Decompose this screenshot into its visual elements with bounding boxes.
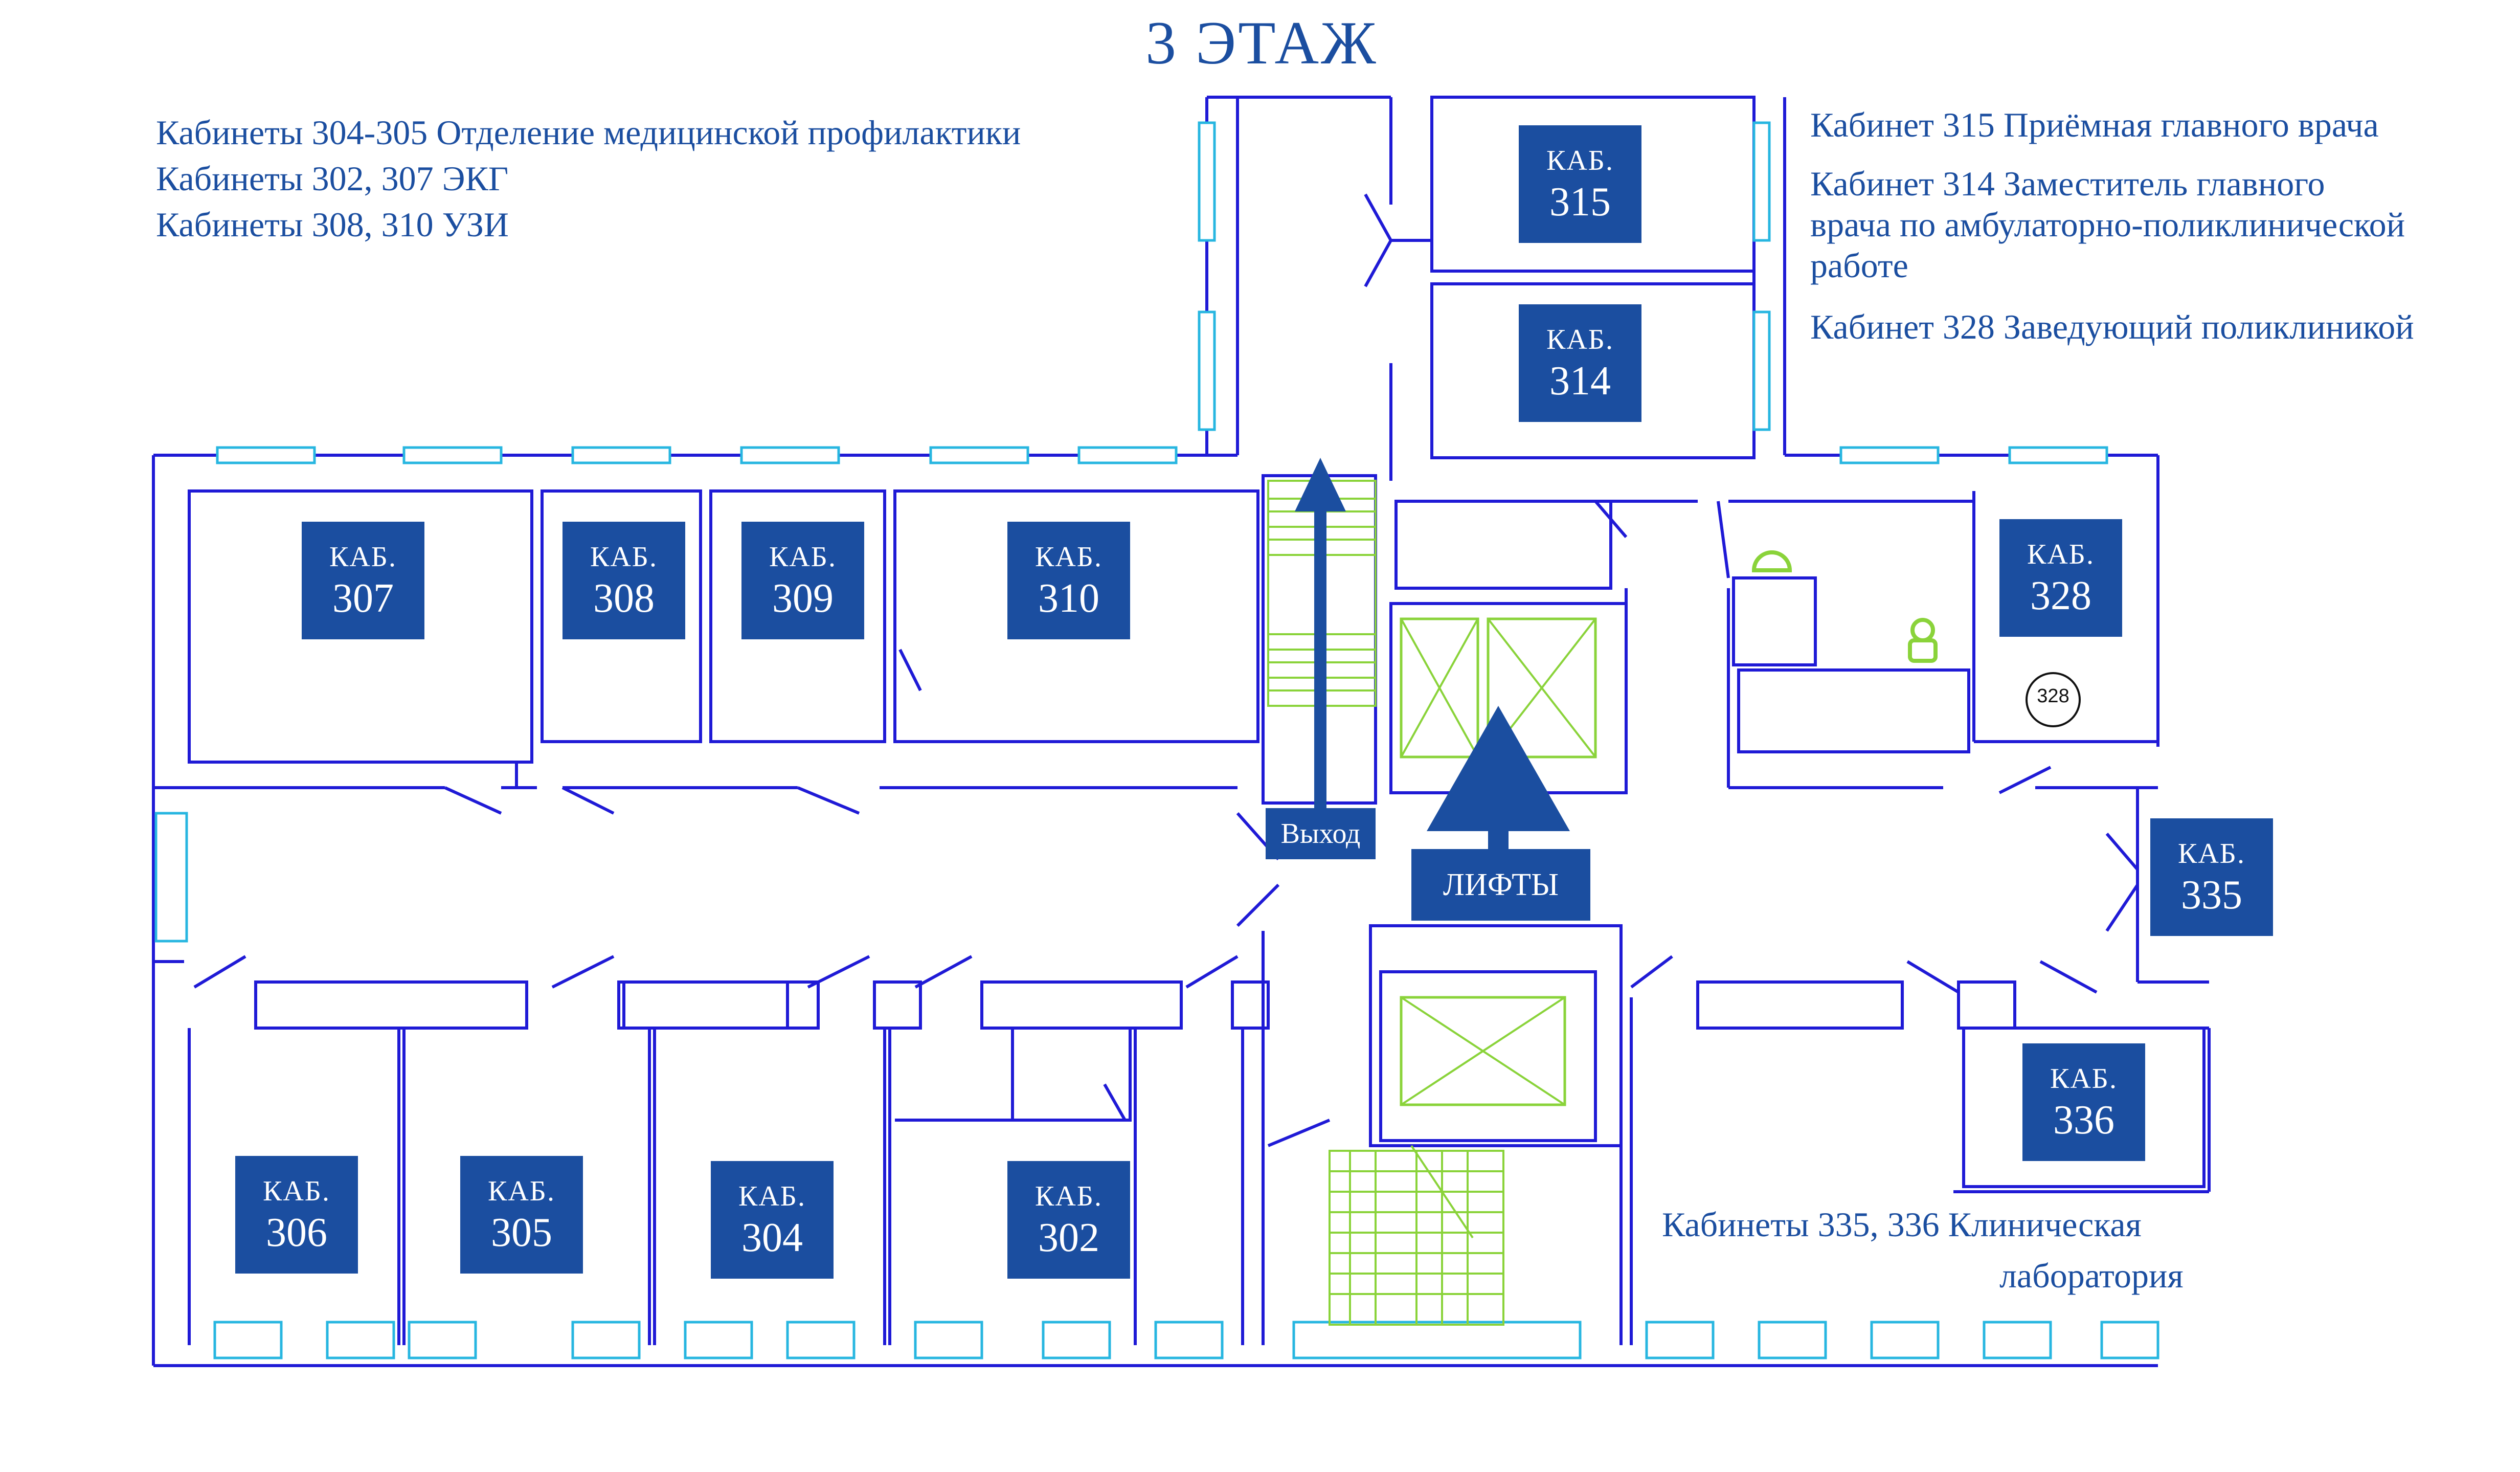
lifts — [1400, 617, 1597, 1106]
room-prefix: КАБ. — [1035, 1180, 1102, 1212]
legend-note: Кабинеты 302, 307 ЭКГ — [156, 159, 509, 198]
doors — [193, 193, 2139, 1147]
room-prefix: КАБ. — [2050, 1063, 2118, 1095]
room-number: 307 — [332, 576, 394, 621]
floor-title: 3 ЭТАЖ — [1145, 9, 1378, 77]
legend-note: Кабинет 315 Приёмная главного врача — [1810, 105, 2379, 144]
toilet-icon — [1908, 618, 1938, 663]
room-prefix: КАБ. — [769, 541, 837, 573]
room-309[interactable]: КАБ. 309 — [741, 522, 864, 639]
room-305[interactable]: КАБ. 305 — [460, 1156, 583, 1274]
stairs — [1267, 480, 1504, 1326]
room-number: 304 — [741, 1215, 803, 1260]
lab-note: лаборатория — [1999, 1256, 2184, 1295]
room-310[interactable]: КАБ. 310 — [1007, 522, 1130, 639]
legend-note: Кабинет 328 Заведующий поликлиникой — [1810, 307, 2414, 346]
room-prefix: КАБ. — [1035, 541, 1102, 573]
room-number: 328 — [2030, 573, 2091, 618]
legend-note: Кабинеты 304-305 Отделение медицинской п… — [156, 113, 1021, 152]
room-tag: 328 — [2037, 685, 2069, 707]
toilet-icon — [1751, 550, 1792, 572]
room-tag-circle — [2026, 672, 2081, 727]
exit-label: Выход — [1266, 808, 1376, 859]
room-number: 305 — [491, 1210, 552, 1255]
room-336[interactable]: КАБ. 336 — [2022, 1043, 2145, 1161]
room-number: 314 — [1549, 359, 1611, 404]
room-302[interactable]: КАБ. 302 — [1007, 1161, 1130, 1279]
room-number: 315 — [1549, 180, 1611, 225]
room-number: 302 — [1038, 1215, 1099, 1260]
legend-note: Кабинет 314 Заместитель главного — [1810, 164, 2325, 203]
room-prefix: КАБ. — [1546, 324, 1614, 355]
room-307[interactable]: КАБ. 307 — [302, 522, 424, 639]
lab-note: Кабинеты 335, 336 Клиническая — [1662, 1205, 2142, 1244]
room-prefix: КАБ. — [738, 1180, 806, 1212]
room-328[interactable]: КАБ. 328 — [1999, 519, 2122, 637]
room-prefix: КАБ. — [488, 1175, 555, 1207]
room-315[interactable]: КАБ. 315 — [1519, 125, 1641, 243]
room-number: 306 — [266, 1210, 327, 1255]
room-prefix: КАБ. — [590, 541, 658, 573]
room-prefix: КАБ. — [1546, 145, 1614, 176]
room-number: 335 — [2181, 873, 2242, 918]
room-number: 308 — [593, 576, 655, 621]
room-number: 336 — [2053, 1098, 2114, 1143]
legend-note: врача по амбулаторно-поликлинической — [1810, 205, 2405, 244]
room-314[interactable]: КАБ. 314 — [1519, 304, 1641, 422]
room-335[interactable]: КАБ. 335 — [2150, 818, 2273, 936]
walls — [152, 96, 2211, 1367]
room-prefix: КАБ. — [2178, 838, 2245, 869]
lifts-label: ЛИФТЫ — [1411, 849, 1590, 921]
room-prefix: КАБ. — [2027, 539, 2095, 570]
room-number: 309 — [772, 576, 834, 621]
room-prefix: КАБ. — [263, 1175, 330, 1207]
windows — [154, 121, 2159, 1359]
room-prefix: КАБ. — [329, 541, 397, 573]
room-306[interactable]: КАБ. 306 — [235, 1156, 358, 1274]
legend-note: работе — [1810, 246, 1908, 285]
up-arrow-icon — [1295, 458, 1346, 813]
room-304[interactable]: КАБ. 304 — [711, 1161, 834, 1279]
legend-note: Кабинеты 308, 310 УЗИ — [156, 205, 509, 244]
room-number: 310 — [1038, 576, 1099, 621]
up-arrow-icon — [1427, 706, 1570, 854]
room-308[interactable]: КАБ. 308 — [562, 522, 685, 639]
